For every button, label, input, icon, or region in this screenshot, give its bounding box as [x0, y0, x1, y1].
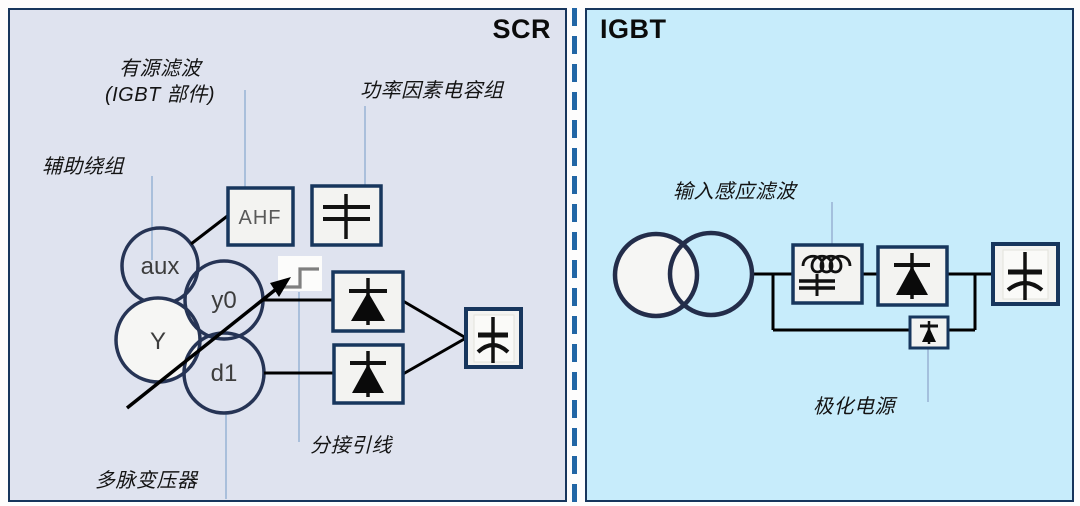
leader-lines: [831, 202, 929, 402]
inductor-coil: [801, 254, 852, 274]
inductor-capacitor-filter-icon: [791, 243, 864, 305]
label-active-filter: 有源滤波 (IGBT 部件): [86, 56, 234, 108]
ahf-box: AHF: [226, 186, 295, 247]
scr-title: SCR: [492, 14, 551, 44]
label-polarized-supply: 极化电源: [813, 396, 895, 418]
label-active-filter-line2: (IGBT 部件): [104, 84, 216, 106]
igbt-panel-border: [585, 8, 1074, 502]
label-aux-winding: 辅助绕组: [42, 156, 124, 178]
winding-circles-icon: [114, 226, 266, 415]
y-label: Y: [150, 328, 166, 355]
thyristor-icon: [331, 270, 405, 333]
arrow-head: [270, 277, 291, 297]
transformer-secondary-circle: [667, 230, 755, 318]
small-diode-icon: [908, 315, 950, 350]
igbt-wiring-diagram: [585, 8, 1074, 502]
y0-label: y0: [211, 287, 236, 314]
wire-thyristor2-to-cap: [402, 336, 467, 376]
d1-label: d1: [211, 360, 238, 387]
diode-triangle: [896, 266, 928, 295]
arrow-icon: [125, 277, 291, 410]
wire-aux-to-ahf: [190, 212, 231, 246]
ahf-box-label: AHF: [239, 207, 282, 229]
thyristor2-triangle: [352, 364, 384, 393]
label-input-inductive-filter: 输入感应滤波: [673, 181, 796, 203]
igbt-panel: IGBT 输入感应滤波 极化电源: [585, 8, 1074, 502]
igbt-title: IGBT: [600, 14, 667, 44]
scr-panel-border: [8, 8, 567, 502]
polarized-capacitor-icon: [991, 242, 1060, 306]
diode-icon: [876, 245, 949, 307]
tap-step-line: [282, 267, 319, 289]
thyristor-icon: [332, 343, 405, 405]
scr-wires: [190, 212, 467, 376]
transformer-circles-icon: [612, 230, 755, 319]
scr-panel: aux Y y0 d1 AHF: [8, 8, 567, 502]
scr-wiring-diagram: aux Y y0 d1 AHF: [8, 8, 567, 502]
panel-divider-dashed-line: [572, 8, 577, 502]
lc-filter-frame: [791, 243, 864, 305]
polarized-capacitor-icon: [464, 307, 523, 369]
wire-thyristor1-to-cap: [402, 299, 467, 340]
out-cap-curved-plate: [476, 343, 510, 354]
small-diode-triangle: [922, 327, 936, 342]
igbt-cap-curved-plate: [1006, 281, 1044, 292]
label-tap-lead: 分接引线: [310, 435, 392, 457]
capacitor-icon: [310, 184, 383, 247]
ahf-box-frame: [226, 186, 295, 247]
label-pf-capacitor-bank: 功率因素电容组: [360, 80, 504, 102]
arrow-shaft: [125, 284, 282, 410]
label-active-filter-line1: 有源滤波: [119, 58, 201, 80]
igbt-wires: [751, 272, 993, 332]
aux-label: aux: [141, 253, 180, 280]
thyristor1-triangle: [351, 292, 385, 321]
label-multipulse-transformer: 多脉变压器: [95, 470, 198, 492]
